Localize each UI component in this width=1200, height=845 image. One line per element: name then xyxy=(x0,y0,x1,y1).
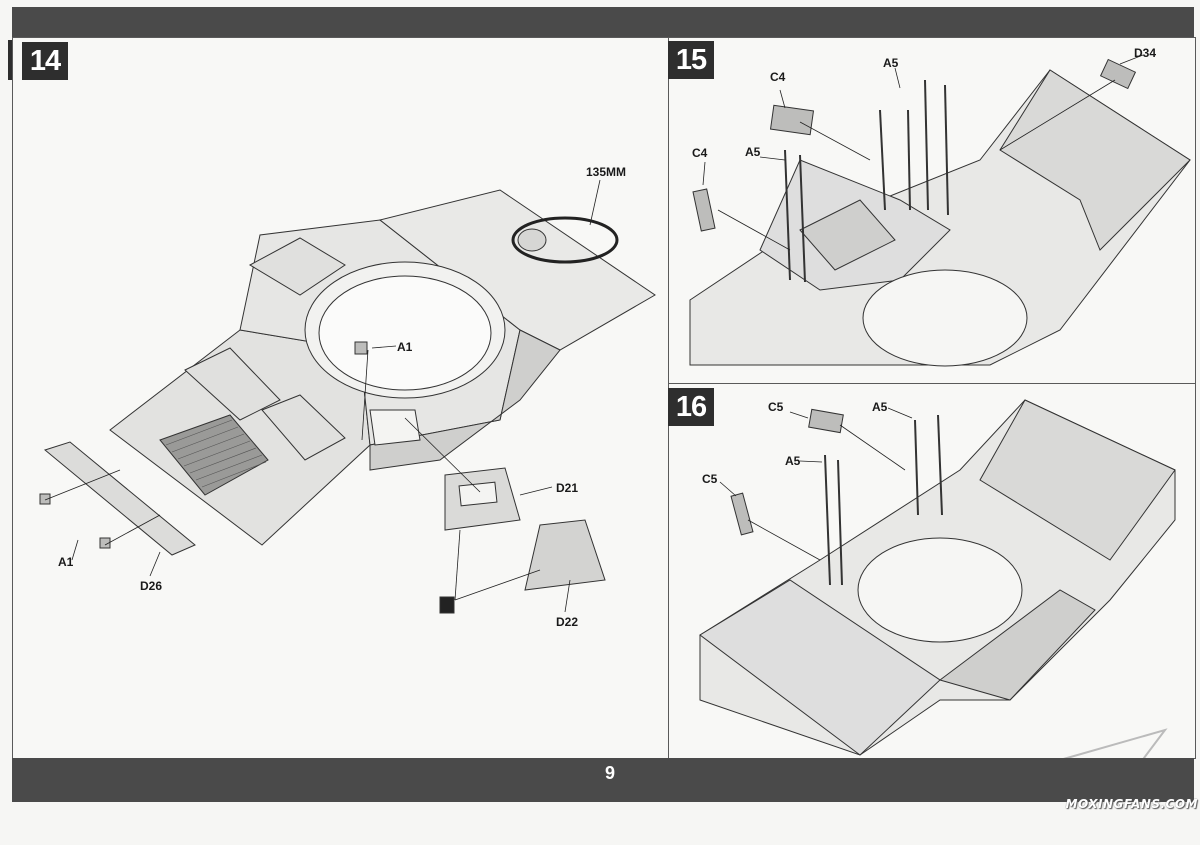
step-15-arrows xyxy=(702,54,1144,251)
part-label-c5-top: C5 xyxy=(768,400,784,414)
step-14-arrows xyxy=(44,179,601,613)
part-label-a1-top: A1 xyxy=(397,340,413,354)
part-label-a5-top-16: A5 xyxy=(872,400,888,414)
part-label-d22: D22 xyxy=(556,615,579,629)
part-label-d34: D34 xyxy=(1134,46,1157,60)
binding-mark xyxy=(8,40,14,80)
step-15-hull-drawing xyxy=(689,58,1191,367)
part-label-c5-left: C5 xyxy=(702,472,718,486)
header-band xyxy=(12,7,1194,37)
part-label-a5-left-16: A5 xyxy=(785,454,801,468)
step-16-number: 16 xyxy=(668,388,714,426)
step-15-number: 15 xyxy=(668,41,714,79)
footer-band xyxy=(12,758,1194,802)
page-number: 9 xyxy=(604,763,615,783)
part-label-a5-left: A5 xyxy=(745,145,761,159)
watermark-text: MOXINGFANS.COM xyxy=(1065,797,1198,811)
part-label-c4-top: C4 xyxy=(770,70,786,84)
part-label-d21: D21 xyxy=(556,481,579,495)
step-16-hull-drawing xyxy=(699,399,1176,756)
step-16-arrows xyxy=(719,407,913,561)
step-14-hull-drawing xyxy=(39,189,656,614)
part-label-a5-top: A5 xyxy=(883,56,899,70)
step-14-number: 14 xyxy=(22,42,68,80)
part-label-a1-left: A1 xyxy=(58,555,74,569)
part-label-d26: D26 xyxy=(140,579,163,593)
part-label-135mm: 135MM xyxy=(586,165,627,179)
part-label-c4-left: C4 xyxy=(692,146,708,160)
